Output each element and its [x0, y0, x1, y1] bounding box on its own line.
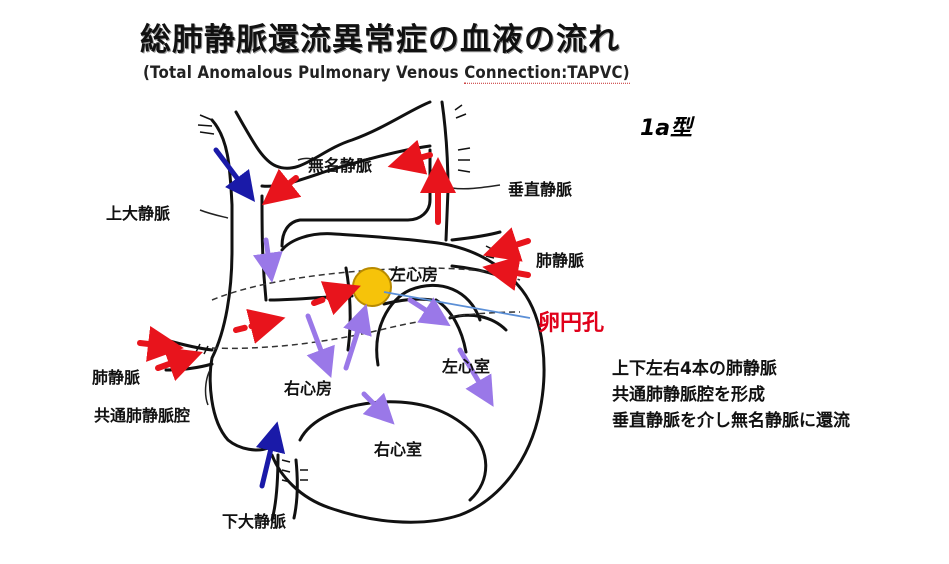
note-line: 上下左右4本の肺静脈	[612, 359, 777, 379]
note-line: 共通肺静脈腔を形成	[612, 385, 765, 405]
subtitle-main: (Total Anomalous Pulmonary Venous	[143, 62, 465, 83]
cpvc-upper-boundary	[211, 267, 521, 301]
oxygenated-flow-arrows	[137, 139, 531, 382]
deoxygenated-flow-arrows	[213, 147, 286, 489]
foramen-ovale-marker	[352, 267, 392, 307]
label-pulmonary-vein-right: 肺静脈	[536, 251, 585, 270]
label-inferior-vena-cava: 下大静脈	[222, 512, 287, 531]
label-superior-vena-cava: 上大静脈	[106, 204, 171, 223]
label-pulmonary-vein-left: 肺静脈	[92, 368, 141, 387]
notes-block: 上下左右4本の肺静脈 共通肺静脈腔を形成 垂直静脈を介し無名静脈に還流	[612, 356, 850, 434]
label-vertical-vein: 垂直静脈	[508, 180, 573, 199]
page-title: 総肺静脈還流異常症の血液の流れ	[140, 22, 620, 58]
foramen-ovale-pointer	[383, 291, 531, 319]
page-subtitle: (Total Anomalous Pulmonary Venous Connec…	[143, 62, 743, 84]
mixed-flow-arrows	[253, 237, 494, 425]
label-foramen-ovale: 卵円孔	[538, 311, 605, 336]
type-label: 1a型	[640, 116, 693, 141]
label-left-ventricle: 左心室	[442, 357, 491, 376]
label-common-pulmonary-venous-cavity: 共通肺静脈腔	[94, 406, 191, 425]
cpvc-lower-boundary	[211, 311, 521, 350]
label-left-atrium: 左心房	[390, 265, 439, 284]
label-right-atrium: 右心房	[284, 379, 333, 398]
label-right-ventricle: 右心室	[374, 440, 423, 459]
subtitle-underlined: Connection:TAPVC)	[464, 62, 630, 84]
note-line: 垂直静脈を介し無名静脈に還流	[612, 411, 850, 431]
label-innominate-vein: 無名静脈	[308, 156, 373, 175]
